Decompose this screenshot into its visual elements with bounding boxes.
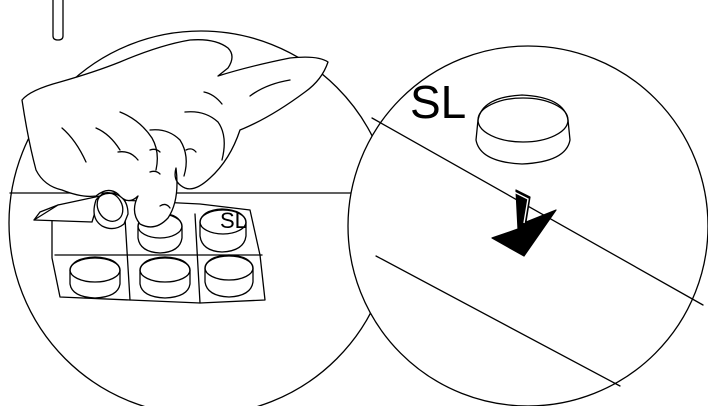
lifted-bumper [93,192,129,230]
left-detail-circle: SL [8,30,394,406]
right-detail-circle: SL [347,45,708,406]
bumper-row-bottom [69,254,254,299]
down-arrow-icon [491,189,557,257]
surface-edge-bottom [375,255,621,387]
hand-illustration [21,39,329,228]
sheet-bumper-label: SL [220,208,247,233]
pin-icon [52,0,64,41]
detail-bumper [475,94,571,165]
detail-bumper-label: SL [410,76,466,128]
surface-edge-top [371,117,704,306]
